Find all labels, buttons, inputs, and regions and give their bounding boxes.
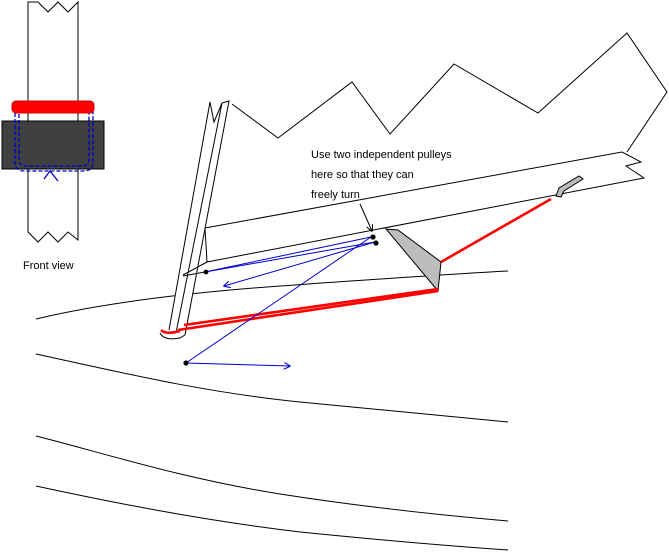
- blue-line-horizontal: [185, 363, 290, 366]
- red-rope-boom-end: [440, 197, 552, 264]
- front-view-blue-loop-inner: [18, 108, 90, 167]
- mast-foot: [159, 332, 186, 340]
- hull-waterline-3: [35, 485, 509, 551]
- note-line-2: here so that they can: [311, 169, 414, 181]
- hull-waterline-2: [35, 435, 509, 522]
- pulley-lower: [373, 240, 379, 246]
- boom: [182, 151, 646, 276]
- front-view-blue-loop: [14, 107, 94, 172]
- boom-outline: [204, 151, 646, 263]
- hull-waterline-1: [35, 353, 509, 423]
- blue-line-2: [204, 241, 376, 273]
- red-sheet: [160, 197, 552, 335]
- hull-sheer-line: [35, 270, 509, 320]
- front-view-red-bar: [11, 100, 95, 114]
- blue-line-to-arrow: [224, 241, 376, 286]
- note-line-3: freely turn: [311, 189, 360, 201]
- floor-block-point: [183, 360, 189, 366]
- red-rope-to-mast-upper: [183, 287, 439, 327]
- blue-line-1: [204, 236, 372, 273]
- red-rope-mast-foot-loop: [160, 328, 181, 335]
- front-view-label: Front view: [23, 260, 74, 272]
- red-rope-to-mast-lower: [177, 289, 439, 332]
- mast: [159, 100, 230, 340]
- pulley-points: [183, 234, 379, 366]
- note-pointer-arrow: [359, 203, 372, 231]
- boom-lower-line: [182, 271, 206, 277]
- hull-lines: [35, 270, 509, 551]
- blue-lines: [185, 236, 376, 366]
- note-line-1: Use two independent pulleys: [311, 149, 452, 161]
- front-view-figure: Front view: [1, 0, 105, 272]
- boom-attach-point: [203, 269, 209, 275]
- fairlead-plate: [384, 228, 442, 293]
- front-view-blue-arrow: [43, 169, 59, 182]
- boom-end-hook: [555, 175, 584, 198]
- blue-line-down: [185, 236, 372, 364]
- pulley-upper: [370, 234, 376, 240]
- pulley-note: Use two independent pulleys here so that…: [311, 149, 452, 231]
- sail-outline: [231, 32, 668, 153]
